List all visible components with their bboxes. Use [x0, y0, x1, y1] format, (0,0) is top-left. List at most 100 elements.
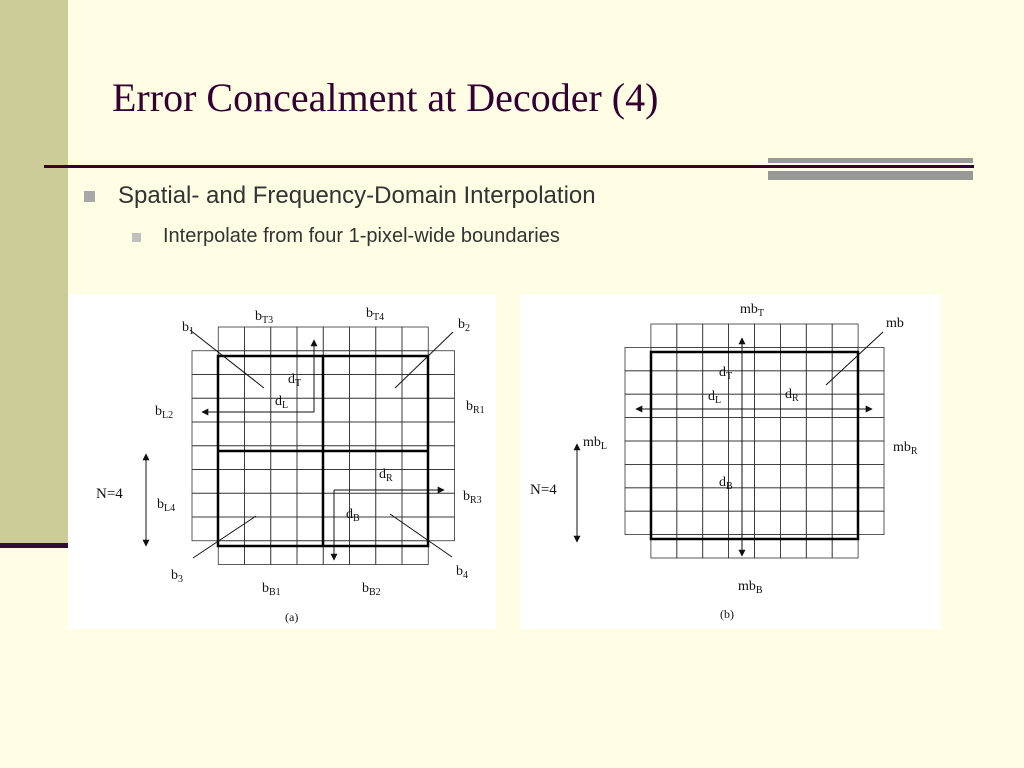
grid-cell	[805, 510, 833, 535]
grid-cell	[244, 397, 272, 423]
grid-cell	[650, 370, 678, 395]
grid-cell	[270, 492, 298, 518]
grid-cell	[650, 510, 678, 535]
grid-cell	[831, 487, 859, 512]
grid-cell	[831, 534, 859, 559]
grid-cell	[857, 393, 885, 418]
grid-cell	[650, 393, 678, 418]
grid-cell	[349, 421, 377, 447]
grid-cell	[270, 469, 298, 494]
grid-cell	[624, 510, 652, 535]
grid-cell	[427, 421, 455, 447]
grid-cell	[624, 487, 652, 512]
grid-cell	[270, 445, 298, 470]
grid-cell	[779, 510, 807, 535]
grid-cell	[702, 440, 729, 465]
label-b2: b2	[458, 317, 470, 334]
label-dL: dL	[275, 394, 288, 411]
macroblock-outline	[216, 354, 430, 548]
grid-cell	[754, 510, 781, 535]
label-bL4: bL4	[157, 497, 175, 514]
grid-cell	[624, 417, 652, 442]
grid-cell	[401, 350, 429, 375]
grid-cell	[676, 393, 704, 418]
grid-cell	[375, 397, 403, 423]
label-n4: N=4	[96, 486, 123, 502]
grid-cell	[427, 445, 455, 470]
grid-cell	[217, 326, 245, 352]
grid-cell	[217, 374, 245, 399]
label-dL: dL	[708, 389, 721, 406]
grid-cell	[401, 492, 429, 518]
grid-cell	[650, 463, 678, 489]
grid-cell	[831, 510, 859, 535]
grid-cell	[805, 487, 833, 512]
grid-cell	[191, 469, 219, 494]
grid-cell	[349, 540, 377, 565]
grid-cell	[857, 510, 885, 535]
grid-cell	[322, 397, 350, 423]
grid-cell	[650, 323, 678, 348]
label-dB: dB	[346, 507, 360, 524]
grid-cell	[401, 516, 429, 542]
grid-cell	[270, 540, 298, 565]
grid-cell	[805, 440, 833, 465]
corner-pointers	[189, 329, 454, 559]
grid-cell	[375, 350, 403, 375]
grid-cell	[779, 440, 807, 465]
grid-cell	[427, 397, 455, 423]
grid-cell	[191, 397, 219, 423]
grid-cell	[217, 469, 245, 494]
pixel-grid	[624, 323, 885, 559]
grid-cell	[217, 421, 245, 447]
grid-cell	[191, 516, 219, 542]
grid-cell	[322, 326, 350, 352]
grid-cell	[296, 326, 324, 352]
bullet-level1: Spatial- and Frequency-Domain Interpolat…	[118, 182, 596, 209]
grid-cell	[754, 487, 781, 512]
grid-cell	[427, 350, 455, 375]
label-bB1: bB1	[262, 581, 281, 598]
grid-cell	[754, 463, 781, 489]
square-bullet-icon	[84, 191, 95, 202]
label-bT3: bT3	[255, 309, 273, 326]
grid-cell	[754, 417, 781, 442]
figure-b-diagram: mbT mb mbL mbR mbB dT dL dR dB N=4 (b)	[530, 302, 918, 621]
grid-cell	[296, 516, 324, 542]
grid-cell	[779, 487, 807, 512]
label-bR1: bR1	[466, 399, 485, 416]
grid-cell	[375, 421, 403, 447]
grid-cell	[676, 440, 704, 465]
label-bT4: bT4	[366, 306, 384, 323]
grid-cell	[650, 487, 678, 512]
grid-cell	[702, 487, 729, 512]
grid-cell	[857, 463, 885, 489]
grid-cell	[322, 350, 350, 375]
grid-cell	[624, 370, 652, 395]
grid-cell	[831, 370, 859, 395]
grid-cell	[676, 487, 704, 512]
label-dT: dT	[288, 372, 301, 389]
grid-cell	[831, 463, 859, 489]
grid-cell	[650, 417, 678, 442]
grid-cell	[401, 445, 429, 470]
grid-cell	[270, 350, 298, 375]
grid-cell	[624, 440, 652, 465]
grid-cell	[676, 463, 704, 489]
label-mb: mb	[886, 316, 904, 331]
grid-cell	[217, 540, 245, 565]
grid-cell	[375, 326, 403, 352]
label-b4: b4	[456, 564, 468, 581]
grid-cell	[217, 516, 245, 542]
grid-cell	[217, 397, 245, 423]
label-mbL: mbL	[583, 435, 607, 452]
label-dR: dR	[785, 387, 799, 404]
grid-cell	[857, 417, 885, 442]
grid-cell	[650, 440, 678, 465]
label-dT: dT	[719, 365, 732, 382]
label-dR: dR	[379, 467, 393, 484]
label-mbT: mbT	[740, 302, 764, 319]
grid-cell	[217, 445, 245, 470]
grid-cell	[676, 370, 704, 395]
grid-cell	[401, 421, 429, 447]
